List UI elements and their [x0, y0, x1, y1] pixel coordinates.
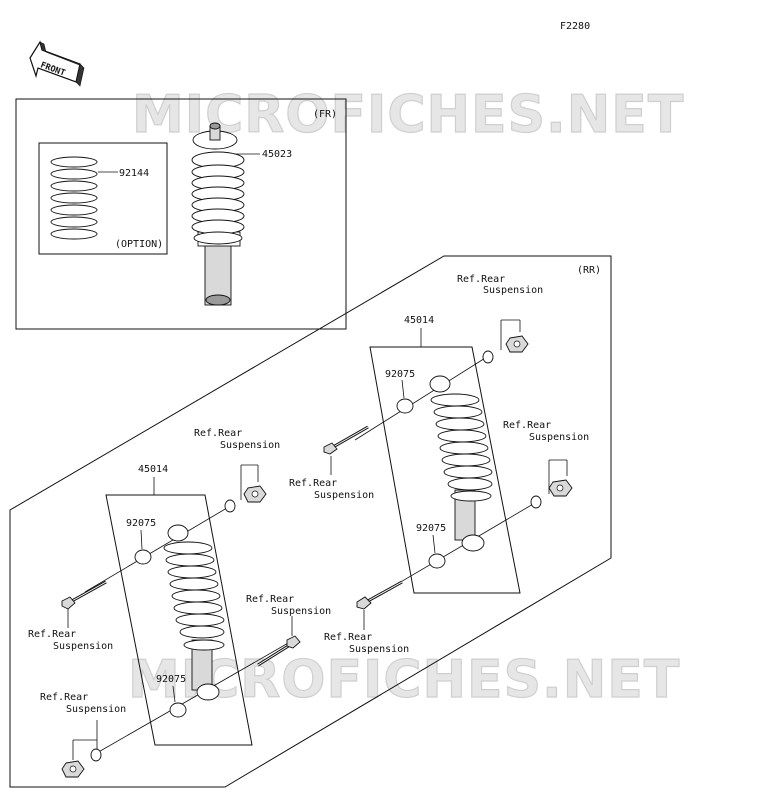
front-section-box	[15, 98, 347, 330]
ref-right-bottom-bolt-line2: Suspension	[349, 644, 409, 655]
bolt-right-bottom-icon	[356, 580, 403, 610]
nut-left-bottom-icon	[61, 760, 85, 778]
option-box	[38, 142, 168, 255]
washer-right-bottom	[530, 495, 542, 509]
ref-right-bottom-line2: Suspension	[529, 432, 589, 443]
axis-left-top	[84, 504, 233, 593]
bushing-left-top	[134, 549, 152, 565]
front-arrow-icon: FRONT	[29, 40, 85, 87]
left-shock-absorber-icon	[163, 524, 225, 701]
rear-section-title: (RR)	[577, 265, 601, 276]
part-number-92075-right-top: 92075	[385, 369, 415, 380]
right-shock-bracket	[369, 346, 521, 594]
leader-92075-right-top	[401, 379, 405, 399]
nut-right-top-icon	[505, 335, 529, 353]
washer-left-bottom	[90, 748, 102, 762]
ref-left-bolt-line2: Suspension	[53, 641, 113, 652]
bolt-right-top-icon	[323, 425, 369, 455]
ref-left-bottom-line1: Ref.Rear	[40, 692, 88, 703]
watermark-bottom: MICROFICHES.NET	[128, 650, 680, 710]
washer-left-top	[224, 499, 236, 513]
rear-section-box	[9, 255, 612, 788]
ref-left-bottom-bolt-line2: Suspension	[271, 606, 331, 617]
left-shock-bracket	[105, 494, 253, 746]
ref-left-top-line1: Ref.Rear	[194, 428, 242, 439]
bolt-left-top-icon	[61, 580, 107, 610]
part-number-92144: 92144	[119, 168, 149, 179]
bolt-left-bottom-icon	[257, 635, 301, 667]
nut-right-bottom-icon	[548, 479, 573, 497]
axis-left-bottom	[94, 641, 291, 755]
option-label: (OPTION)	[115, 239, 163, 250]
ref-left-top-line2: Suspension	[220, 440, 280, 451]
ref-right-bottom-line1: Ref.Rear	[503, 420, 551, 431]
front-section-title: (FR)	[313, 109, 337, 120]
washer-right-top	[482, 350, 494, 364]
leader-92075-left-bottom	[172, 685, 176, 703]
rear-section: (RR) 45014	[9, 255, 612, 788]
ref-right-bottom-bolt-line1: Ref.Rear	[324, 632, 372, 643]
diagram-code: F2280	[560, 21, 590, 32]
part-number-45023: 45023	[262, 149, 292, 160]
ref-right-bolt-line1: Ref.Rear	[289, 478, 337, 489]
leader-92075-right-bottom	[432, 534, 436, 554]
front-shock-absorber-icon	[191, 122, 245, 306]
part-number-45014-left: 45014	[138, 464, 168, 475]
nut-left-top-icon	[243, 485, 267, 503]
ref-right-top-line1: Ref.Rear	[457, 274, 505, 285]
part-number-45014-right: 45014	[404, 315, 434, 326]
bushing-right-top	[396, 398, 414, 414]
bushing-right-bottom	[428, 553, 446, 569]
ref-right-bolt-line2: Suspension	[314, 490, 374, 501]
ref-left-bolt-line1: Ref.Rear	[28, 629, 76, 640]
part-number-92075-left-top: 92075	[126, 518, 156, 529]
ref-right-top-line2: Suspension	[483, 285, 543, 296]
coil-spring-icon	[50, 156, 98, 240]
front-section: (FR) 92144 (OPTION)	[15, 98, 347, 330]
right-shock-absorber-icon	[429, 375, 493, 552]
axis-right-top	[354, 354, 491, 441]
leader-92075-left-top	[140, 529, 143, 550]
ref-left-bottom-line2: Suspension	[66, 704, 126, 715]
part-number-92075-left-bottom: 92075	[156, 674, 186, 685]
bushing-left-bottom	[169, 702, 187, 718]
ref-left-bottom-bolt-line1: Ref.Rear	[246, 594, 294, 605]
part-number-92075-right-bottom: 92075	[416, 523, 446, 534]
